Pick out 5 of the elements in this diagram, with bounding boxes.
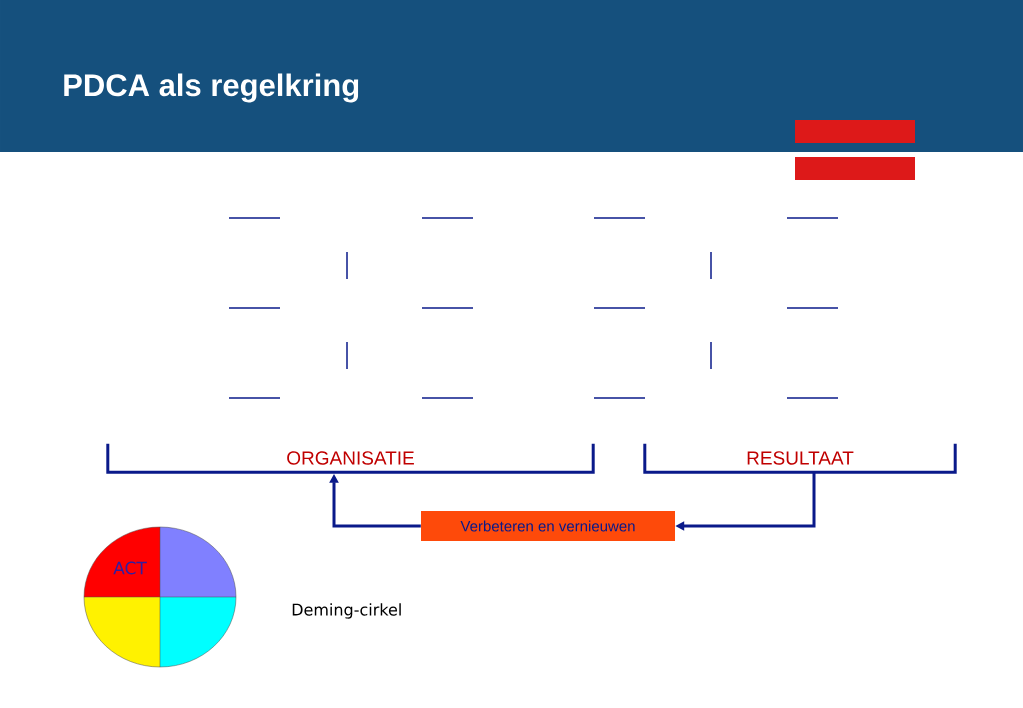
node-label: Deming-cirkel [292,603,401,619]
bracket-label: ORGANISATIE [106,443,595,474]
process-box: Verbeteren en vernieuwen [421,511,675,541]
slide-title: PDCA als regelkring [64,73,359,103]
bracket-label: RESULTAAT [643,443,957,474]
